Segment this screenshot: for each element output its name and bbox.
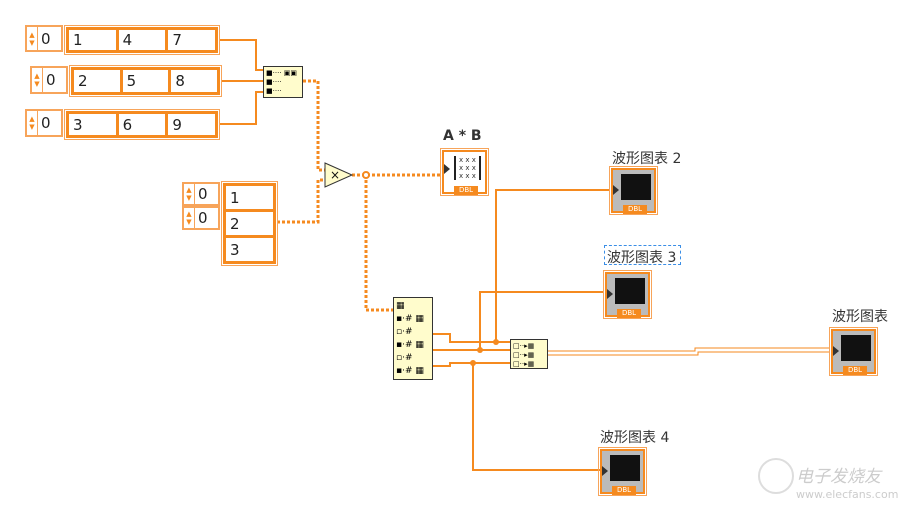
chart-icon	[610, 455, 640, 481]
array-cell[interactable]: 4	[118, 30, 166, 50]
spinner-icon[interactable]: ▲▼	[27, 27, 38, 50]
watermark-url: www.elecfans.com	[796, 488, 899, 501]
chart-icon	[841, 335, 871, 361]
build-array-node[interactable]: ■···· ▣▣■····■····	[263, 66, 303, 98]
array-index-3[interactable]: ▲▼0	[25, 109, 63, 137]
array-cell[interactable]: 3	[69, 114, 116, 135]
wire-2d-array-a	[303, 79, 325, 172]
wire-cluster-bottom	[548, 351, 830, 356]
watermark-logo-icon	[758, 458, 794, 494]
junction	[470, 360, 476, 366]
chart-3-label[interactable]: 波形图表 3	[607, 250, 677, 266]
chart-4-label: 波形图表 4	[600, 430, 670, 446]
array-index-2[interactable]: ▲▼0	[30, 66, 68, 94]
multiply-symbol: ×	[330, 168, 340, 182]
waveform-chart-3[interactable]: DBL	[603, 270, 652, 319]
watermark-text: 电子发烧友	[796, 467, 881, 487]
wire-cluster-top	[548, 347, 830, 352]
array-cell[interactable]: 7	[168, 30, 216, 50]
array-cell[interactable]: 2	[74, 70, 120, 92]
array-cell[interactable]: 2	[226, 212, 273, 235]
array-control-3[interactable]: 3 6 9	[64, 109, 220, 140]
result-label: A * B	[443, 128, 482, 144]
wire-product-index	[364, 175, 393, 312]
spinner-icon[interactable]: ▲▼	[184, 208, 195, 228]
array-cell[interactable]: 1	[226, 186, 273, 209]
index-array-node[interactable]: ▦▪·# ▦▫·#▪·# ▦▫·#▪·# ▦	[393, 297, 433, 380]
spinner-icon[interactable]: ▲▼	[184, 184, 195, 204]
array-cell[interactable]: 1	[69, 30, 116, 50]
array-2d-index-row[interactable]: ▲▼0	[182, 182, 220, 206]
chart-label: 波形图表	[832, 309, 888, 325]
array-cell[interactable]: 9	[168, 114, 216, 135]
array-control-1[interactable]: 1 4 7	[64, 25, 220, 55]
selection-box	[604, 245, 681, 265]
waveform-chart-4[interactable]: DBL	[598, 447, 647, 496]
spinner-icon[interactable]: ▲▼	[27, 111, 38, 135]
wire-array1	[219, 39, 263, 71]
chart-2-label: 波形图表 2	[612, 151, 682, 167]
chart-icon	[621, 174, 651, 200]
waveform-chart[interactable]: DBL	[829, 327, 878, 376]
array-2d-index-col[interactable]: ▲▼0	[182, 206, 220, 230]
array-cell[interactable]: 3	[226, 238, 273, 261]
junction	[493, 339, 499, 345]
wire-array3	[219, 91, 263, 125]
array-2d-control[interactable]: 1 2 3	[221, 181, 278, 266]
array-cell[interactable]: 8	[171, 70, 218, 92]
array-control-2[interactable]: 2 5 8	[69, 65, 222, 97]
junction	[477, 347, 483, 353]
array-index-1[interactable]: ▲▼0	[25, 25, 63, 52]
array-cell[interactable]: 5	[122, 70, 169, 92]
spinner-icon[interactable]: ▲▼	[32, 68, 43, 92]
waveform-chart-2[interactable]: DBL	[609, 166, 658, 215]
multiply-node[interactable]: ×	[324, 162, 354, 188]
wire-out-3	[433, 291, 604, 351]
wire-out-2	[433, 189, 610, 343]
wire-2d-array-b	[277, 178, 325, 224]
build-cluster-array-node[interactable]: □··▸▦□··▸▦□··▸▦	[510, 339, 548, 369]
type-badge: DBL	[454, 186, 478, 195]
wire-out-4	[433, 362, 600, 471]
junction	[362, 171, 370, 179]
array-cell[interactable]: 6	[118, 114, 166, 135]
chart-icon	[615, 278, 645, 304]
